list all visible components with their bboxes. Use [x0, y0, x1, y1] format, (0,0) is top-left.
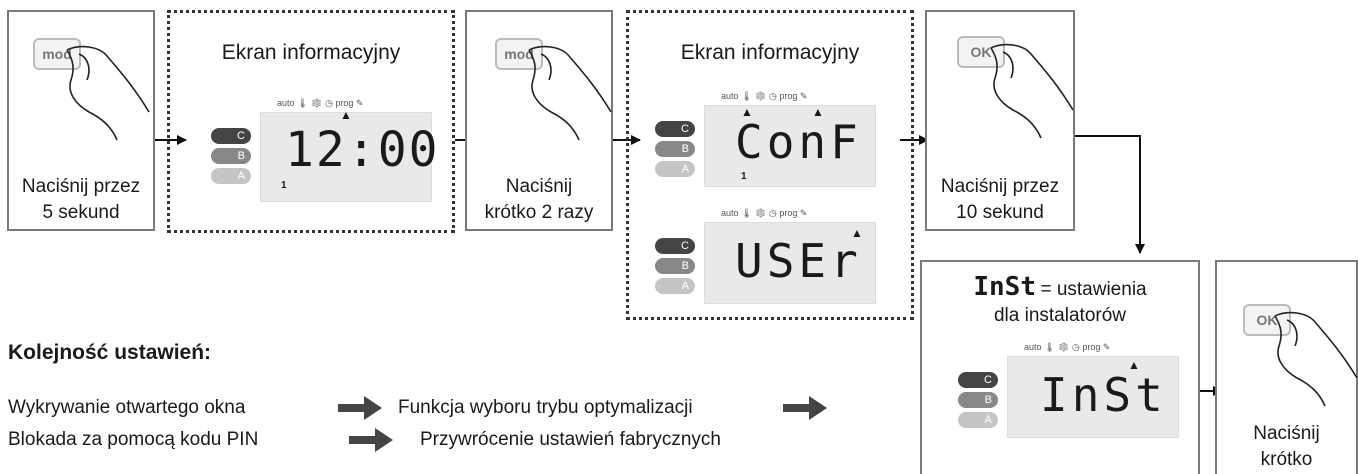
lcd-screen-3: auto 🌡 ❄ ◷ prog ✎ ▲ InSt C B A	[952, 342, 1187, 442]
mode-a-badge: A	[211, 168, 251, 184]
snowflake-icon: ❄	[311, 98, 323, 108]
lcd1-sub: 1	[281, 180, 287, 191]
thermometer-icon: 🌡	[741, 208, 753, 218]
mode-c-badge: C	[655, 121, 695, 137]
order-item-2: Funkcja wyboru trybu optymalizacji	[398, 397, 693, 418]
mode-b-badge: B	[958, 392, 998, 408]
wrench-icon: ✎	[799, 208, 808, 218]
inst-label-2: dla instalatorów	[993, 305, 1127, 326]
arrow-step3-inst	[1070, 135, 1145, 254]
lcd2-display-conf: ConF	[735, 115, 862, 169]
lcd-screen-1: auto 🌡 ❄ ◷ prog ✎ ▲ 12:00 1 C B A	[205, 98, 440, 203]
lcd-auto-label: auto	[721, 91, 739, 101]
step3-box: OK Naciśnij przez 10 sekund	[925, 10, 1075, 231]
wrench-icon: ✎	[355, 98, 364, 108]
lcd-screen-2b: auto 🌡 ❄ ◷ prog ✎ ▲ USEr C B A	[649, 208, 884, 308]
step4-box: OK Naciśnij krótko	[1215, 260, 1358, 474]
lcd-auto-label: auto	[277, 98, 295, 108]
lcd2-display-user: USEr	[735, 234, 862, 288]
snowflake-icon: ❄	[755, 208, 767, 218]
step2-box: mod Naciśnij krótko 2 razy	[465, 10, 613, 231]
clock-icon: ◷	[768, 208, 777, 218]
mode-indicator-arrow: ▲	[741, 105, 753, 119]
lcd-icon-row: auto 🌡 ❄ ◷ prog ✎	[721, 91, 807, 102]
order-heading: Kolejność ustawień:	[8, 341, 212, 364]
step2-caption-2: krótko 2 razy	[484, 202, 594, 223]
order-arrow-1	[338, 396, 382, 420]
inst-code: InSt	[973, 272, 1036, 302]
clock-icon: ◷	[768, 91, 777, 101]
thermometer-icon: 🌡	[1044, 342, 1056, 352]
wrench-icon: ✎	[799, 91, 808, 101]
inst-box: InSt = ustawienia dla instalatorów auto …	[920, 260, 1200, 474]
lcd-icon-row: auto 🌡 ❄ ◷ prog ✎	[1024, 342, 1110, 353]
step1-box: mod Naciśnij przez 5 sekund	[7, 10, 155, 231]
order-arrow-2	[783, 396, 827, 420]
ok-button-label: OK	[970, 44, 992, 60]
lcd-auto-label: auto	[721, 208, 739, 218]
order-item-3: Blokada za pomocą kodu PIN	[8, 429, 259, 450]
lcd3-display: InSt	[1040, 368, 1167, 422]
order-item-4: Przywrócenie ustawień fabrycznych	[420, 429, 721, 450]
lcd-auto-label: auto	[1024, 342, 1042, 352]
order-item-1: Wykrywanie otwartego okna	[8, 397, 246, 418]
step3-caption-2: 10 sekund	[956, 202, 1044, 223]
mode-b-badge: B	[655, 141, 695, 157]
mode-indicator-arrow: ▲	[812, 105, 824, 119]
info-screen-2: Ekran informacyjny auto 🌡 ❄ ◷ prog ✎ ▲ ▲…	[626, 10, 914, 320]
ok-button[interactable]: OK	[957, 36, 1005, 68]
hand-press-icon	[66, 45, 150, 141]
mode-c-badge: C	[655, 238, 695, 254]
mode-indicator-arrow: ▲	[340, 108, 352, 122]
mode-b-badge: B	[211, 148, 251, 164]
thermometer-icon: 🌡	[741, 91, 753, 101]
step1-caption-2: 5 sekund	[42, 202, 120, 223]
mode-indicator-arrow: ▲	[851, 226, 863, 240]
clock-icon: ◷	[1071, 342, 1080, 352]
lcd-screen-2a: auto 🌡 ❄ ◷ prog ✎ ▲ ▲ ConF 1 C B A	[649, 91, 884, 196]
mod-button-label: mod	[504, 46, 534, 62]
info-screen-1: Ekran informacyjny auto 🌡 ❄ ◷ prog ✎ ▲ 1…	[167, 10, 455, 233]
mode-a-badge: A	[655, 161, 695, 177]
lcd-bezel	[704, 105, 876, 187]
lcd1-display: 12:00	[285, 122, 440, 178]
step4-caption-1: Naciśnij	[1253, 423, 1320, 444]
lcd-bezel	[704, 222, 876, 304]
step2-caption-1: Naciśnij	[505, 176, 573, 197]
inst-label-1: = ustawienia	[1040, 279, 1147, 300]
mod-button-label: mod	[42, 46, 72, 62]
step3-caption-1: Naciśnij przez	[940, 176, 1060, 197]
step1-caption-1: Naciśnij przez	[21, 176, 141, 197]
hand-press-icon	[990, 43, 1074, 139]
info1-title: Ekran informacyjny	[221, 41, 401, 64]
snowflake-icon: ❄	[1058, 342, 1070, 352]
mode-c-badge: C	[211, 128, 251, 144]
inst-heading: InSt = ustawienia	[922, 272, 1198, 302]
info2-title: Ekran informacyjny	[680, 41, 860, 64]
lcd2-sub: 1	[741, 171, 747, 182]
lcd-prog-label: prog	[1082, 342, 1101, 352]
clock-icon: ◷	[324, 98, 333, 108]
ok-button[interactable]: OK	[1243, 304, 1291, 336]
mode-a-badge: A	[958, 412, 998, 428]
thermometer-icon: 🌡	[297, 98, 309, 108]
lcd-prog-label: prog	[335, 98, 354, 108]
lcd-bezel	[1007, 356, 1179, 438]
mode-a-badge: A	[655, 278, 695, 294]
mode-c-badge: C	[958, 372, 998, 388]
lcd-prog-label: prog	[779, 208, 798, 218]
lcd-icon-row: auto 🌡 ❄ ◷ prog ✎	[721, 208, 807, 219]
wrench-icon: ✎	[1102, 342, 1111, 352]
hand-press-icon	[1274, 311, 1358, 407]
mode-indicator-arrow: ▲	[1128, 358, 1140, 372]
mode-b-badge: B	[655, 258, 695, 274]
hand-press-icon	[528, 45, 612, 141]
ok-button-label: OK	[1256, 312, 1278, 328]
lcd-icon-row: auto 🌡 ❄ ◷ prog ✎	[277, 98, 363, 109]
lcd-prog-label: prog	[779, 91, 798, 101]
snowflake-icon: ❄	[755, 91, 767, 101]
step4-caption-2: krótko	[1260, 449, 1313, 470]
order-arrow-3	[349, 428, 393, 452]
lcd-bezel	[260, 112, 432, 202]
